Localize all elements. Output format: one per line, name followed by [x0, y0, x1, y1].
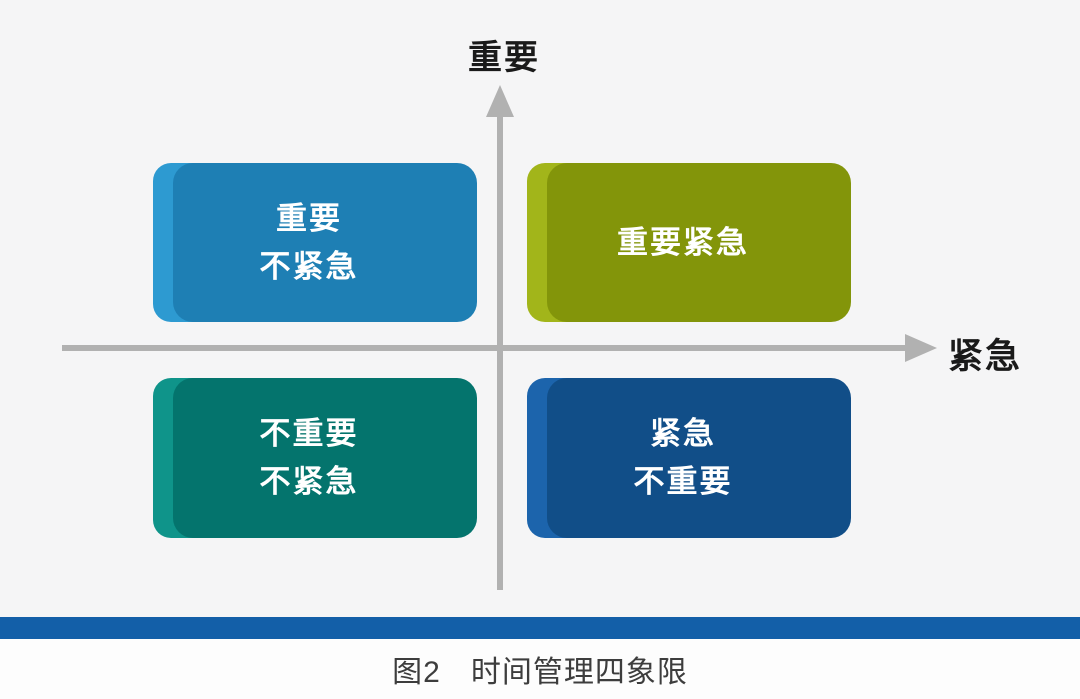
horizontal-axis-line — [62, 345, 907, 351]
quadrant-label-line: 不紧急 — [259, 464, 359, 499]
quadrant-not-important-not-urgent: 不重要 不紧急 — [153, 378, 477, 538]
x-axis-label-urgent: 紧急 — [948, 337, 1023, 376]
figure-number: 图2 — [392, 656, 441, 689]
figure-caption: 图2 时间管理四象限 — [392, 647, 688, 691]
quadrant-label-line: 不重要 — [259, 416, 359, 451]
up-arrow-icon — [486, 85, 514, 117]
quadrant-urgent-not-important: 紧急 不重要 — [527, 378, 851, 538]
quadrant-label-line: 不紧急 — [259, 248, 359, 284]
vertical-axis-line — [497, 114, 503, 590]
caption-area: 图2 时间管理四象限 — [0, 639, 1080, 699]
quadrant-label-line: 重要紧急 — [617, 224, 749, 260]
quadrant-important-not-urgent: 重要 不紧急 — [153, 163, 477, 322]
quadrant-important-urgent: 重要紧急 — [527, 163, 851, 322]
divider-bar — [0, 617, 1080, 639]
quadrant-label-line: 紧急 — [650, 416, 716, 451]
right-arrow-icon — [905, 334, 937, 362]
figure-title: 时间管理四象限 — [470, 656, 688, 689]
quadrant-label-line: 重要 — [276, 200, 342, 236]
quadrant-label-line: 不重要 — [633, 464, 733, 499]
y-axis-label-important: 重要 — [468, 39, 540, 77]
